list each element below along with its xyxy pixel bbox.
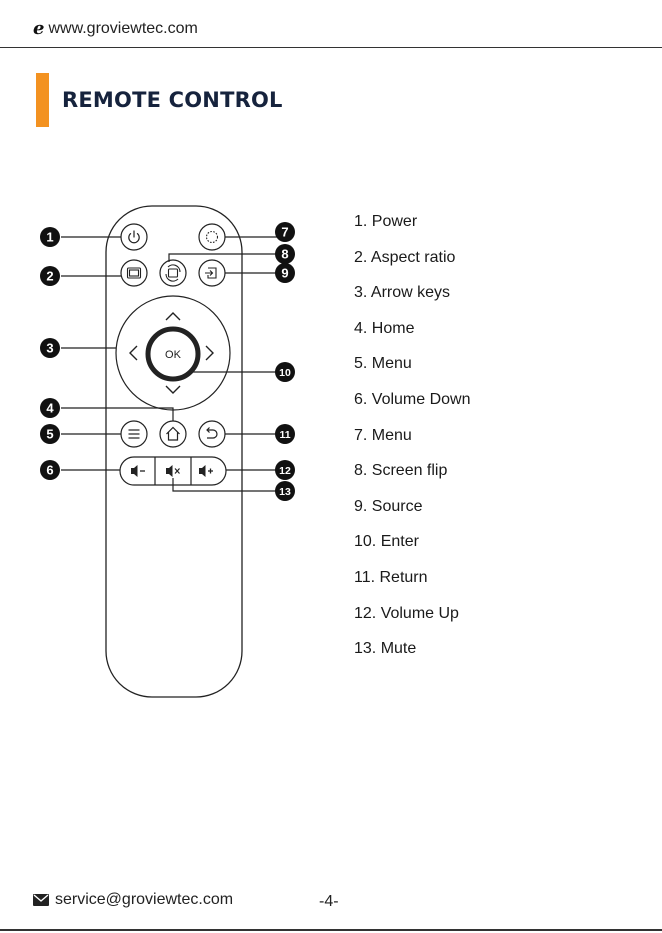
callout-7: 7 [275,222,295,242]
power-button[interactable] [121,224,147,250]
legend-item: 8. Screen flip [354,461,471,497]
callout-3: 3 [40,338,60,358]
menu-top-button[interactable] [199,224,225,250]
svg-text:9: 9 [281,266,288,281]
mail-icon [33,894,49,906]
button-legend: 1. Power 2. Aspect ratio 3. Arrow keys 4… [354,212,471,675]
svg-text:1: 1 [46,230,53,245]
svg-text:6: 6 [46,463,53,478]
callout-2: 2 [40,266,60,286]
callout-12: 12 [275,460,295,480]
callout-9: 9 [275,263,295,283]
legend-item: 1. Power [354,212,471,248]
source-button[interactable] [199,260,225,286]
callout-10: 10 [275,362,295,382]
aspect-ratio-button[interactable] [121,260,147,286]
legend-item: 5. Menu [354,354,471,390]
screen-flip-button[interactable] [160,260,186,286]
legend-item: 11. Return [354,568,471,604]
ok-label: OK [165,349,182,361]
return-button[interactable] [199,421,225,447]
legend-item: 13. Mute [354,639,471,675]
callout-13: 13 [275,481,295,501]
svg-text:3: 3 [46,341,53,356]
legend-item: 6. Volume Down [354,390,471,426]
footer-divider [0,929,662,931]
legend-item: 12. Volume Up [354,604,471,640]
volume-up-button[interactable] [192,458,225,484]
legend-item: 9. Source [354,497,471,533]
legend-item: 4. Home [354,319,471,355]
home-button[interactable] [160,421,186,447]
legend-item: 2. Aspect ratio [354,248,471,284]
callout-4: 4 [40,398,60,418]
volume-down-button[interactable] [121,458,154,484]
svg-text:10: 10 [279,367,291,379]
svg-text:4: 4 [46,401,54,416]
legend-item: 3. Arrow keys [354,283,471,319]
svg-text:7: 7 [281,225,288,240]
svg-text:2: 2 [46,269,53,284]
email-text[interactable]: service@groviewtec.com [55,891,233,909]
callout-11: 11 [275,424,295,444]
svg-text:5: 5 [46,427,53,442]
callout-5: 5 [40,424,60,444]
menu-button[interactable] [121,421,147,447]
callout-6: 6 [40,460,60,480]
svg-text:11: 11 [279,429,290,441]
legend-item: 7. Menu [354,426,471,462]
footer-email: service@groviewtec.com [33,891,233,909]
legend-item: 10. Enter [354,532,471,568]
callout-8: 8 [275,244,295,264]
svg-text:12: 12 [279,465,291,477]
svg-text:8: 8 [281,247,288,262]
callout-1: 1 [40,227,60,247]
page-number: -4- [319,893,339,911]
svg-text:13: 13 [279,486,291,498]
